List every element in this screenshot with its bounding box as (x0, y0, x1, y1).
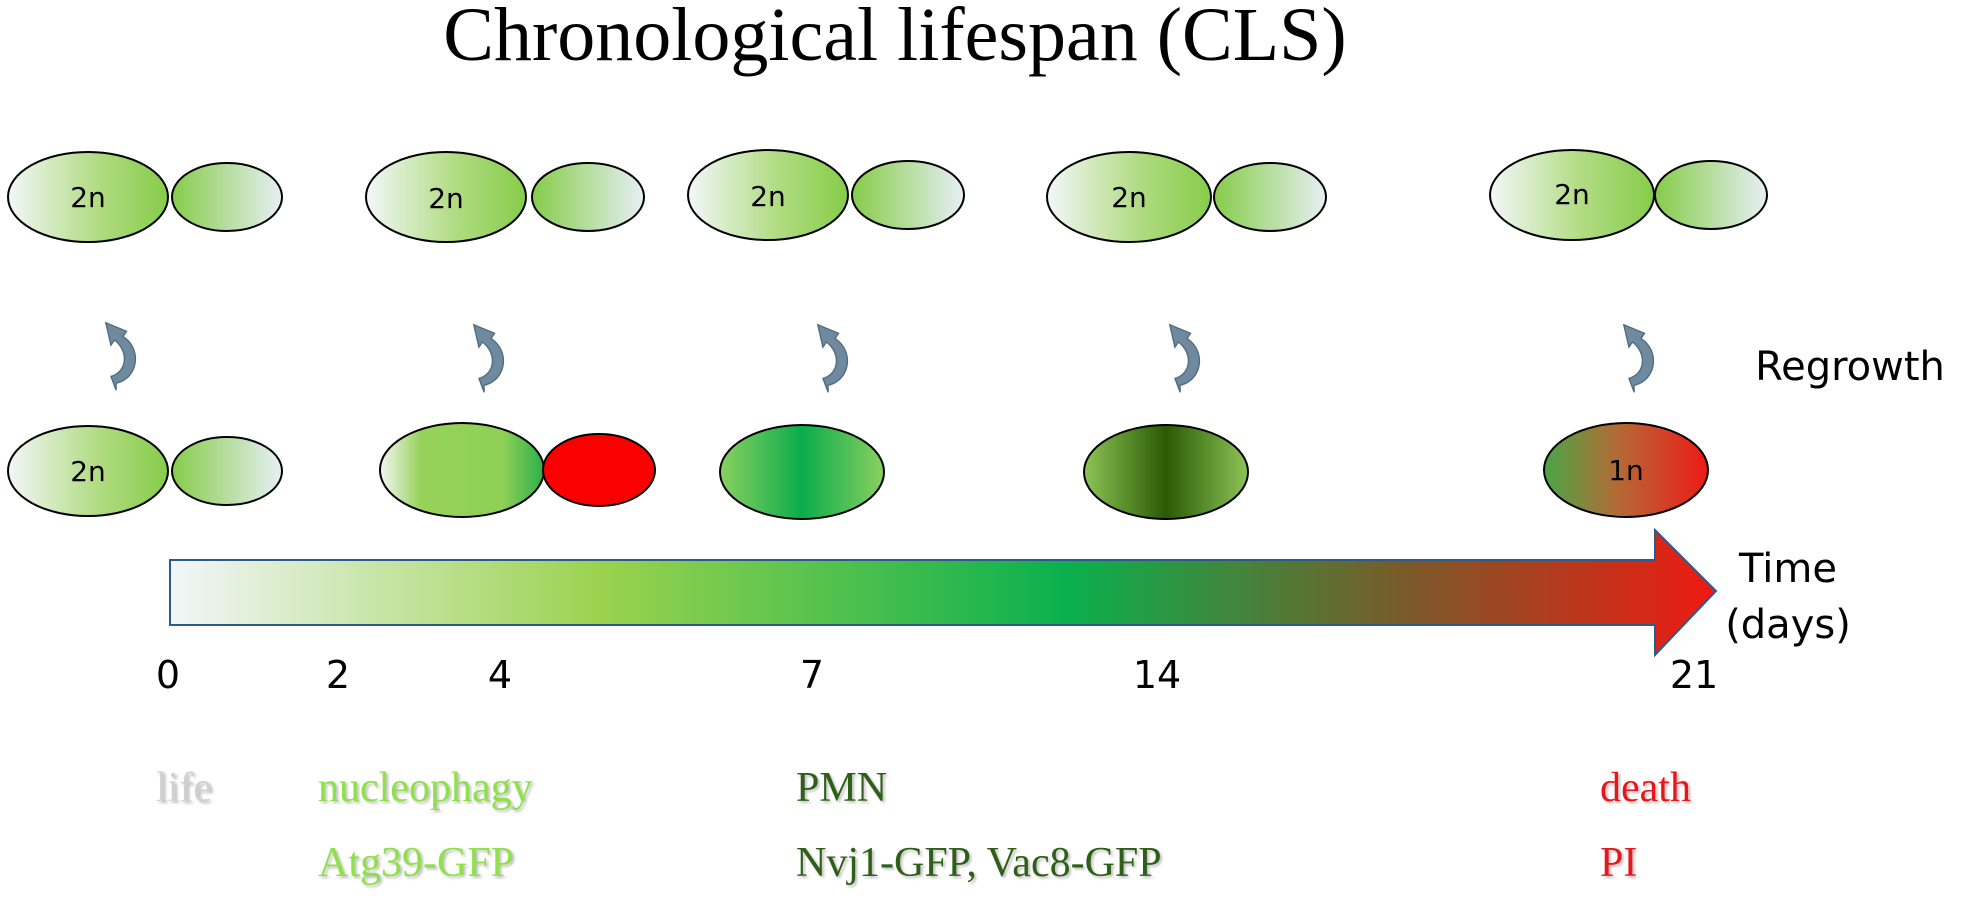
phase-label-pmn: PMN (796, 765, 887, 811)
phase-legend: life nucleophagy Atg39-GFP PMN Nvj1-GFP,… (156, 765, 1691, 886)
timeline-arrow (169, 527, 1718, 658)
bud-cell (171, 162, 283, 232)
ploidy-label: 2n (428, 182, 464, 215)
time-unit-label: (days) (1725, 602, 1851, 648)
tick-label: 2 (326, 653, 350, 697)
tick-label: 4 (488, 653, 512, 697)
regrowth-arrow-icon (1170, 325, 1200, 393)
bud-cell (171, 436, 283, 506)
ploidy-label: 2n (750, 180, 786, 213)
ploidy-label: 2n (70, 455, 106, 488)
cell-pair-top-2: 2n (365, 151, 645, 243)
mother-cell-dead (1543, 422, 1709, 518)
cell-pair-top-3: 2n (687, 149, 965, 241)
mother-cell-aged (1083, 424, 1249, 520)
mother-cell-aged (379, 422, 545, 518)
mother-cell (1046, 151, 1212, 243)
cell-pair-top-4: 2n (1046, 151, 1327, 243)
cell-pair-top-5: 2n (1489, 149, 1768, 241)
marker-label-pi: PI (1600, 840, 1637, 886)
tick-label: 0 (156, 653, 180, 697)
ploidy-label: 1n (1608, 454, 1644, 487)
tick-label: 7 (800, 653, 824, 697)
ploidy-label: 2n (1111, 181, 1147, 214)
page-title: Chronological lifespan (CLS) (443, 0, 1346, 77)
time-label: Time (1738, 546, 1837, 592)
regrowth-label: Regrowth (1755, 344, 1945, 390)
phase-label-life: life (156, 765, 212, 811)
tick-label: 14 (1133, 653, 1181, 697)
mother-cell (365, 151, 527, 243)
bud-cell (851, 160, 965, 230)
ploidy-label: 2n (1554, 178, 1590, 211)
timeline-ticks: 0 2 4 7 14 21 (156, 653, 1718, 697)
cell-dead-haploid: 1n (1543, 422, 1709, 518)
bud-cell (1213, 162, 1327, 232)
mother-cell (687, 149, 849, 241)
dead-bud-cell (542, 433, 656, 507)
phase-label-death: death (1600, 765, 1691, 811)
cell-pair-top-1: 2n (7, 151, 283, 243)
regrowth-arrow-icon (106, 323, 136, 391)
mother-cell-aged (719, 424, 885, 520)
marker-label-atg39: Atg39-GFP (318, 840, 514, 886)
mother-cell (7, 425, 169, 517)
tick-label: 21 (1670, 653, 1718, 697)
cell-pair-bottom-1: 2n (7, 425, 283, 517)
regrowth-arrow-icon (1624, 325, 1654, 393)
regrowth-arrow-icon (474, 325, 504, 393)
ploidy-label: 2n (70, 181, 106, 214)
cell-pair-bottom-2 (379, 422, 656, 518)
mother-cell (7, 151, 169, 243)
bud-cell (1654, 160, 1768, 230)
bud-cell (531, 162, 645, 232)
phase-label-nucleophagy: nucleophagy (318, 765, 533, 811)
regrowth-arrow-icon (818, 325, 848, 393)
marker-label-nvj1-vac8: Nvj1-GFP, Vac8-GFP (796, 840, 1162, 886)
